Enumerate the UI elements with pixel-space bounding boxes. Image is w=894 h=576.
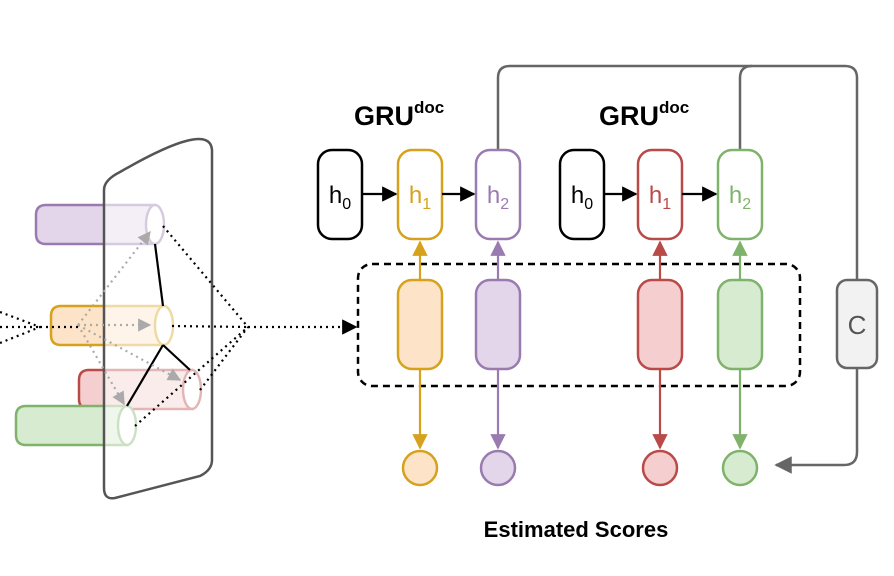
context-box-label: C: [848, 310, 867, 340]
purple-score: [479, 449, 517, 487]
gru-1-hidden-states: h0 h1 h2: [316, 148, 522, 241]
gru-2-hidden-states: h0 h1 h2: [558, 148, 764, 241]
graph-plane: [102, 137, 214, 500]
embedding-to-state-arrows: [412, 240, 748, 280]
feedback-loop: [496, 64, 859, 474]
red-embedding: [636, 278, 684, 371]
context-box: C: [835, 278, 879, 370]
purple-embedding: [474, 278, 522, 371]
aggregation-lines: [0, 225, 249, 427]
orange-score: [401, 449, 439, 487]
gru-2-h0-label: h0: [571, 182, 593, 213]
green-score: [721, 449, 759, 487]
document-graph: [0, 137, 358, 500]
gru-title-2: GRUdoc: [599, 98, 689, 131]
gru-1-h2-cell: [474, 148, 522, 241]
input-embedding-box: [356, 262, 802, 388]
score-circles: [401, 449, 759, 487]
gru-2-h2-cell: [716, 148, 764, 241]
gru-1-h2-label: h2: [487, 182, 509, 213]
green-embedding: [716, 278, 764, 371]
estimated-scores-label: Estimated Scores: [484, 517, 669, 542]
attention-arrows: [77, 230, 182, 406]
input-embeddings: [396, 278, 764, 371]
gru-2-h1-label: h1: [649, 182, 671, 213]
gru-1-h0-label: h0: [329, 182, 351, 213]
orange-embedding: [396, 278, 444, 371]
gru-2-h2-label: h2: [729, 182, 751, 213]
embedding-to-score-arrows: [412, 369, 748, 450]
gru-1-h1-label: h1: [409, 182, 431, 213]
red-score: [641, 449, 679, 487]
graph-edges: [126, 243, 191, 407]
gru-title-1: GRUdoc: [354, 98, 444, 131]
